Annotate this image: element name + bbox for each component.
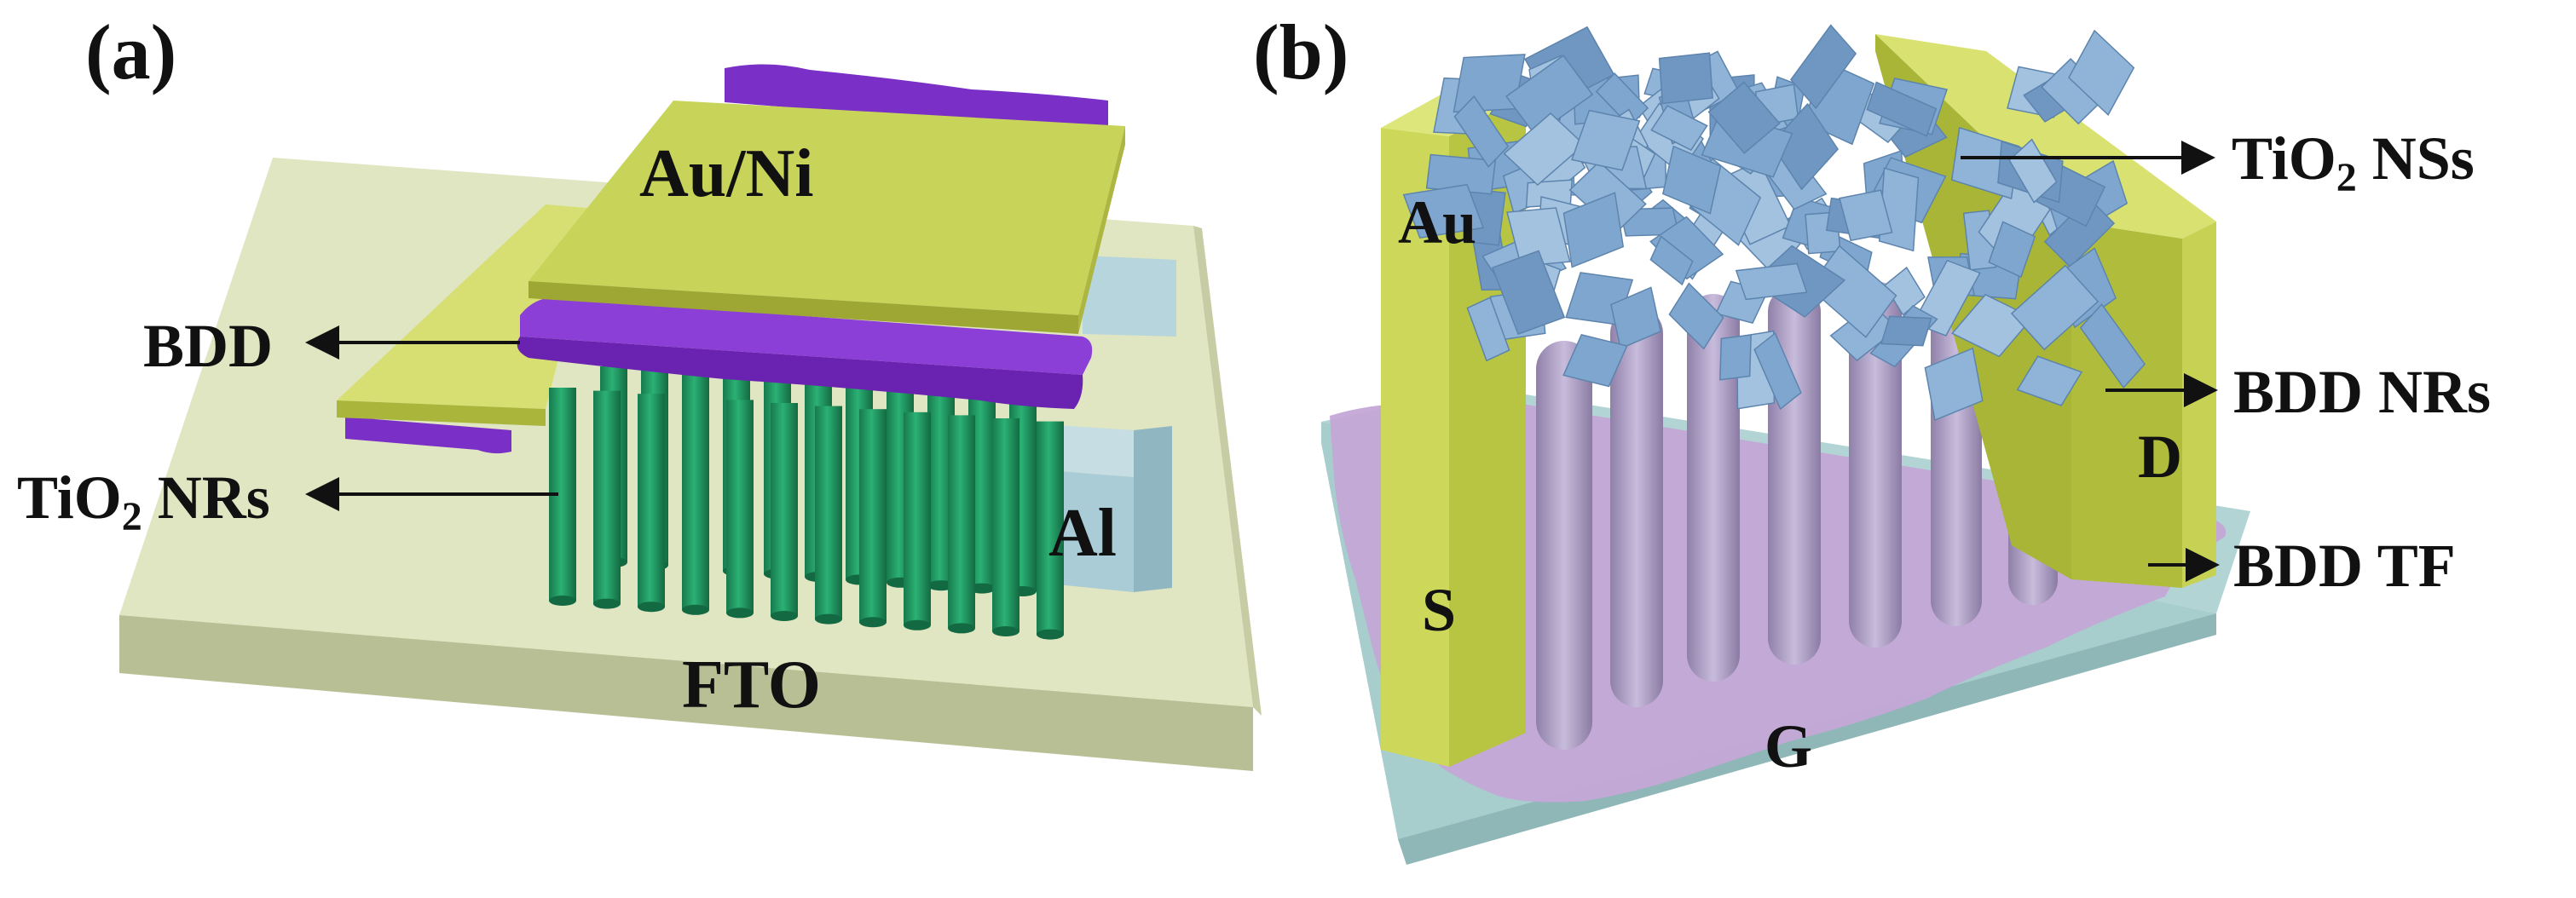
tio2-nanosheet	[2079, 302, 2146, 389]
bdd-layer-front	[517, 337, 1083, 409]
tio2-nanosheet	[1735, 262, 1808, 301]
fto-substrate-front	[119, 615, 1253, 771]
drain-electrode-front	[2182, 222, 2216, 588]
tio2-nanosheet	[1951, 293, 2034, 358]
tio2-nanosheet	[1668, 282, 1724, 350]
tio2-nanorod-base	[638, 602, 665, 613]
tio2-nanosheet	[1402, 183, 1485, 239]
tio2-nanosheet	[1719, 334, 1752, 381]
al-contact-back	[1083, 256, 1176, 337]
bdd-bottom-strip	[345, 415, 511, 454]
tio2-nanosheet	[1505, 55, 1594, 136]
tio2-nanosheet	[1753, 331, 1802, 411]
tio2-nanosheet	[1506, 207, 1571, 268]
tio2-nanosheet	[1866, 81, 1938, 137]
tio2-nanorod-base	[726, 607, 754, 619]
label-drain: D	[2138, 423, 2182, 491]
tio2-nanorod	[771, 403, 798, 616]
au-ni-electrode-front	[528, 281, 1078, 334]
tio2-nanorod-base	[771, 611, 798, 621]
label-fto: FTO	[682, 648, 821, 722]
tio2-nanosheet	[2016, 355, 2083, 406]
label-bdd-tf: BDD TF	[2233, 532, 2456, 600]
tio2-nanorod	[1037, 421, 1064, 635]
tio2-nanosheet	[2008, 138, 2058, 204]
panel-a-label: (a)	[85, 9, 176, 95]
bdd-back-strip	[725, 64, 1108, 136]
drain-electrode-top	[1875, 34, 2216, 239]
tio2-nanosheet	[1650, 105, 1708, 152]
fto-substrate-side	[1193, 226, 1262, 716]
tio2-nanorod	[815, 406, 842, 619]
tio2-nanosheet	[1503, 112, 1585, 187]
tio2-nanorod	[726, 400, 754, 613]
al-contact-side	[1134, 426, 1172, 592]
tio2-nanorod-base	[948, 623, 975, 634]
tio2-nanosheet	[2068, 29, 2135, 117]
panel-b-label: (b)	[1253, 9, 1349, 95]
tio2-nanosheet	[1610, 286, 1661, 350]
tio2-nanosheets	[1402, 24, 2146, 422]
tio2-nanosheet	[1571, 109, 1641, 171]
tio2-nanosheet	[1839, 189, 1893, 242]
tio2-nanorod	[682, 396, 709, 610]
tio2-nanorod	[948, 415, 975, 629]
label-bdd-nrs: BDD NRs	[2233, 358, 2491, 426]
tio2-nanorod-base	[1037, 629, 1064, 640]
tio2-nanosheet	[1466, 296, 1510, 362]
au-ni-electrode-top	[528, 101, 1125, 315]
tio2-nanosheet	[2043, 197, 2116, 268]
source-electrode-face	[1381, 128, 1449, 767]
tio2-nanosheet	[1595, 72, 1649, 128]
label-au-b: Au	[1398, 188, 1476, 256]
panel-b: (b) TiO2 NSs Au S D BDD NRs BDD TF G	[1253, 9, 2491, 865]
tio2-nanorod-base	[549, 596, 576, 606]
tio2-nanorod-base	[904, 619, 931, 630]
tio2-nanosheet	[1491, 250, 1566, 336]
bdd-nanorod	[1849, 281, 1902, 648]
label-source: S	[1422, 576, 1456, 644]
bdd-layer-top	[520, 297, 1093, 375]
tio2-nanosheet	[1707, 81, 1781, 154]
tio2-nanorod-base	[859, 617, 887, 628]
tio2-nanosheet	[1658, 52, 1713, 105]
label-tio2-nrs: TiO2 NRs	[17, 463, 270, 539]
tio2-nanorod-base	[593, 598, 621, 609]
label-bdd-a: BDD	[143, 312, 273, 380]
tio2-nanosheet	[1649, 235, 1694, 286]
tio2-nanosheet	[1662, 145, 1722, 215]
label-tio2-nss: TiO2 NSs	[2232, 124, 2475, 200]
tio2-nanorod-base	[992, 626, 1019, 636]
bdd-nanorod	[1536, 341, 1592, 750]
label-au-ni: Au/Ni	[639, 136, 814, 211]
panel-a: (a) Au/Ni BDD TiO2 NRs Al FTO	[17, 9, 1262, 771]
tio2-nanosheet	[1562, 192, 1625, 268]
bdd-nanorod	[1610, 307, 1663, 707]
tio2-nanosheet	[1789, 24, 1857, 110]
tio2-nanorod	[638, 394, 665, 607]
gate-base-front2	[1398, 613, 2216, 865]
tio2-nanorod-base	[815, 613, 842, 625]
bdd-nanorod	[1687, 294, 1740, 682]
tio2-nanosheet	[1453, 95, 1510, 168]
left-electrode-front	[337, 400, 546, 426]
tio2-nanosheet	[1562, 334, 1628, 388]
tio2-nanorod	[992, 418, 1019, 631]
label-al: Al	[1048, 496, 1117, 571]
tio2-nanorod	[904, 412, 931, 625]
tio2-nanorod-base	[682, 604, 709, 615]
tio2-nanosheet	[1924, 347, 1984, 422]
tio2-nanorods	[549, 366, 1064, 640]
tio2-nanorod	[593, 390, 621, 604]
tio2-nanosheet	[1770, 102, 1840, 191]
tio2-nanorod	[859, 409, 887, 623]
tio2-nanosheet	[1988, 221, 2036, 279]
label-gate: G	[1765, 712, 1812, 780]
tio2-nanosheet	[2010, 264, 2099, 351]
tio2-nanosheet	[1880, 315, 1932, 347]
au-ni-electrode-side	[1078, 126, 1125, 334]
